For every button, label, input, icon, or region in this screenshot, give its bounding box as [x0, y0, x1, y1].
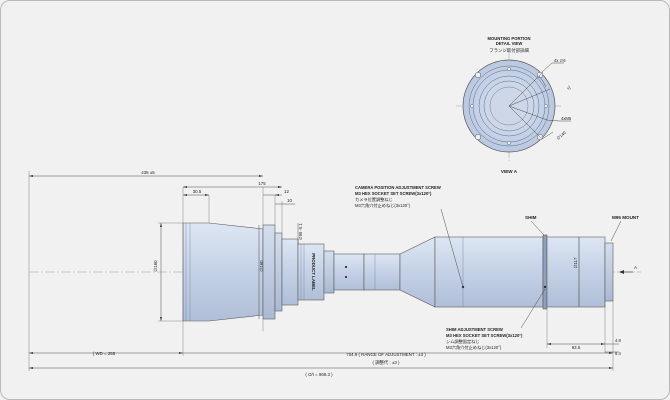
dim-10: 10 [287, 198, 292, 203]
dim-oi: ( O/I = 969.3 ) [305, 372, 333, 377]
view-a-label: VIEW A [501, 169, 518, 174]
shim-screw-note-2: M3 HEX SOCKET SET SCREW(3x120°) [446, 333, 523, 338]
camera-screw-note-4: M3六角穴付止めねじ(3x120°) [355, 202, 411, 209]
m95-mount-section [546, 236, 606, 308]
shim-screw-note-1: SHIM ADJUSTMENT SCREW [446, 327, 503, 332]
view-title-line3: フランジ取付部詳細 [489, 47, 529, 54]
screws-callout: 4xM5 [561, 116, 572, 121]
dim-range-jp: ( 調整代 : ±3 ) [372, 359, 400, 366]
shim-label: SHIM [525, 215, 537, 220]
arrow-a-label: A [634, 265, 638, 270]
camera-screw-note-3: カメラ位置調整ねじ [355, 196, 393, 203]
camera-screw-note-2: M3 HEX SOCKET SET SCREW(3x120°) [355, 191, 432, 196]
view-title-line1: MOUNTING PORTION [487, 36, 530, 41]
dim-12: 12 [284, 189, 289, 194]
mount-label: M95 MOUNT [612, 215, 639, 220]
dim-160-front: ∅160 [153, 260, 158, 272]
dim-95: ∅95 -0.1 [298, 223, 303, 240]
annotations: CAMERA POSITION ADJUSTMENT SCREW M3 HEX … [355, 185, 639, 351]
dim-175: 175 [258, 181, 266, 186]
front-cone [182, 222, 264, 322]
shim [542, 234, 548, 310]
view-title-line2: DETAIL VIEW [496, 41, 523, 46]
dimensions: 435 ±5 175 30.5 12 10 ∅95 -0.1 ∅160 ∅160 [28, 170, 621, 377]
shim-screw-note-3: シム調整固定ねじ [446, 338, 480, 345]
dim-4-8: 4.8 [615, 338, 621, 343]
rear-body [434, 236, 544, 308]
dim-30-5: 30.5 [193, 189, 202, 194]
dim-160-flange: ∅160 [259, 260, 264, 272]
mount-flange [262, 224, 276, 320]
angle-callout: 5° [566, 85, 572, 91]
holes-callout: 4x ∅6 [554, 58, 566, 63]
dim-wd: ( WD = 255 [93, 351, 116, 356]
pcd-callout: ∅140 [555, 130, 567, 141]
product-label-section [297, 243, 325, 301]
mount-hole [474, 71, 482, 79]
dim-range: 704.9 ( RANGE OF ADJUSTMENT : ±3 ) [346, 352, 426, 357]
shim-screw-note-4: M3六角穴付止めねじ(3x120°) [446, 344, 502, 351]
camera-screw-note-1: CAMERA POSITION ADJUSTMENT SCREW [355, 185, 441, 190]
dim-9-4: 9.4 [615, 351, 621, 356]
lens-side-view: PRODUCT LABEL A [29, 222, 641, 322]
flange-detail-view: MOUNTING PORTION DETAIL VIEW フランジ取付部詳細 4… [456, 36, 572, 174]
mount-hole [474, 133, 482, 141]
dim-93-5: 93.5 [572, 345, 581, 350]
product-label: PRODUCT LABEL [311, 253, 316, 291]
dim-435: 435 ±5 [141, 170, 155, 175]
dim-117: ∅117 [573, 257, 578, 268]
